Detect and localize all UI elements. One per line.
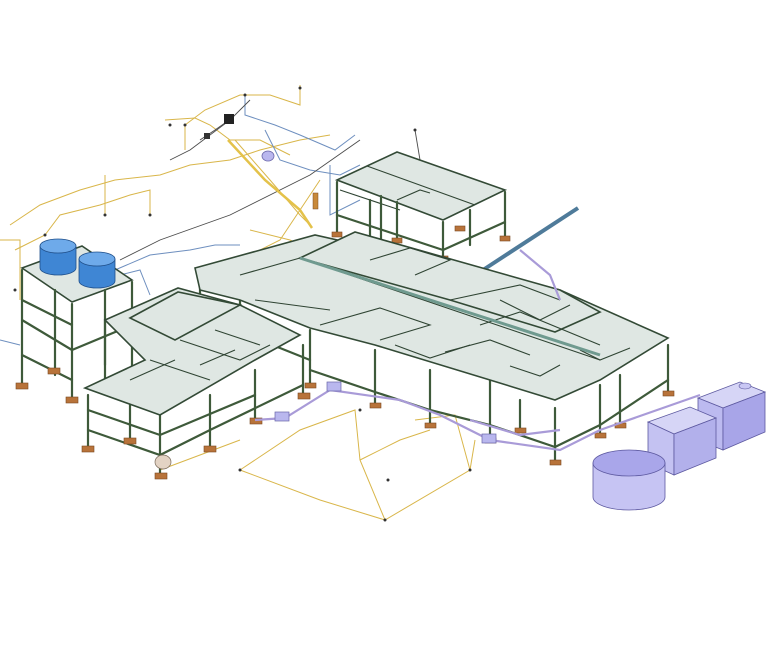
tank-icon: [154, 454, 172, 470]
wiring-network: [0, 85, 580, 522]
pump-icon: [274, 411, 290, 422]
piping-network: [254, 249, 701, 452]
valve-icon: [261, 150, 275, 162]
rear-elevated-structure: [331, 151, 511, 262]
cylindrical-tank-icon: [592, 449, 666, 511]
water-tank-icon: [39, 238, 77, 276]
water-tank-icon: [78, 251, 116, 289]
equipment-box-icon: [646, 406, 718, 476]
pump-icon: [481, 433, 497, 444]
main-platform: [194, 231, 675, 466]
pump-icon: [326, 381, 342, 392]
front-left-platform: [81, 287, 311, 480]
junction-box-icon: [224, 114, 234, 124]
